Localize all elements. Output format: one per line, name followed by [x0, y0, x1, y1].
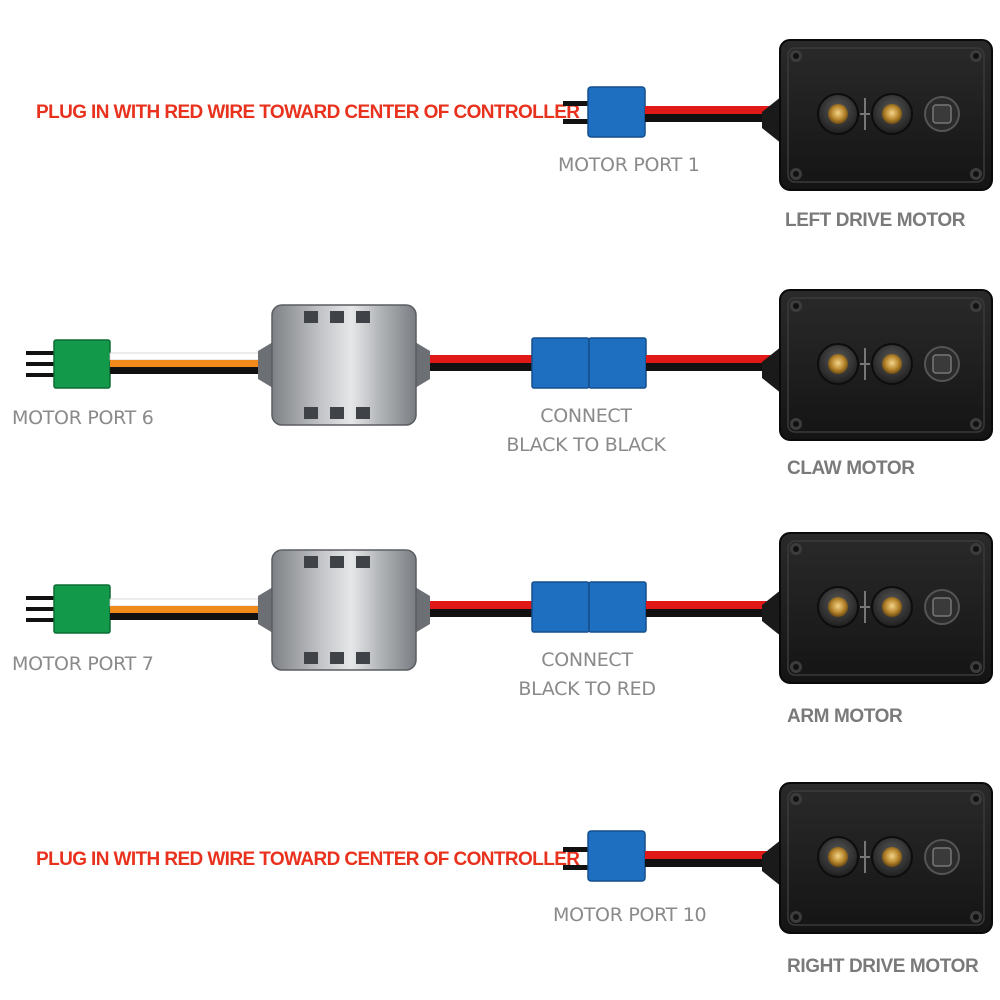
motor-label: CLAW MOTOR	[787, 458, 915, 479]
motor-controller-icon	[257, 304, 431, 426]
motor-controller-icon	[257, 549, 431, 671]
row-left-drive-motor: PLUG IN WITH RED WIRE TOWARD CENTER OF C…	[36, 39, 993, 231]
motor-wire	[645, 851, 770, 867]
connect-instruction-line1: CONNECT	[540, 405, 632, 427]
connect-instruction-line2: BLACK TO BLACK	[506, 434, 666, 456]
row-right-drive-motor: PLUG IN WITH RED WIRE TOWARD CENTER OF C…	[36, 782, 993, 977]
motor-port-label: MOTOR PORT 1	[558, 154, 700, 176]
controller-output-wire	[430, 601, 540, 617]
motor-wire	[645, 106, 770, 122]
blue-connector-left	[531, 581, 590, 633]
motor-wire	[646, 355, 771, 371]
motor-icon	[761, 532, 993, 684]
motor-port-label: MOTOR PORT 7	[12, 653, 154, 675]
three-wire-cable	[109, 598, 276, 620]
two-wire-plug-port-10	[563, 847, 591, 870]
row-arm-motor: MOTOR PORT 7 CONNECT BLACK TO RED ARM MO…	[12, 532, 993, 727]
instruction-text: PLUG IN WITH RED WIRE TOWARD CENTER OF C…	[36, 102, 580, 123]
motor-port-label: MOTOR PORT 6	[12, 407, 154, 429]
green-connector	[53, 339, 111, 389]
motor-icon	[761, 39, 993, 191]
blue-connector-right	[588, 337, 647, 389]
blue-connector-left	[531, 337, 590, 389]
three-pin-plug-port-7	[26, 596, 56, 622]
connect-instruction-line2: BLACK TO RED	[518, 678, 655, 700]
controller-output-wire	[430, 355, 540, 371]
blue-connector	[587, 830, 646, 882]
blue-connector-right	[588, 581, 647, 633]
motor-wire	[646, 601, 771, 617]
three-pin-plug-port-6	[26, 351, 56, 377]
motor-icon	[761, 289, 993, 441]
motor-label: ARM MOTOR	[787, 706, 903, 727]
two-wire-plug-port-1	[563, 101, 591, 124]
three-wire-cable	[109, 352, 276, 374]
connect-instruction-line1: CONNECT	[541, 649, 633, 671]
motor-port-label: MOTOR PORT 10	[553, 904, 706, 926]
green-connector	[53, 584, 111, 634]
motor-icon	[761, 782, 993, 934]
motor-label: LEFT DRIVE MOTOR	[785, 210, 966, 231]
instruction-text: PLUG IN WITH RED WIRE TOWARD CENTER OF C…	[36, 849, 580, 870]
blue-connector	[587, 86, 646, 138]
motor-label: RIGHT DRIVE MOTOR	[787, 956, 979, 977]
row-claw-motor: MOTOR PORT 6 CONNECT BLACK TO BLACK CLAW…	[12, 289, 993, 479]
